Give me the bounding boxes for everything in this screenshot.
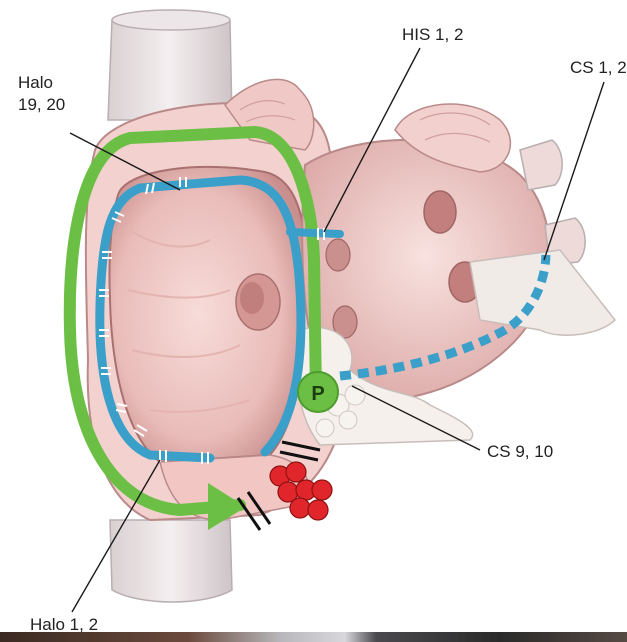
pulmonary-vein: [520, 140, 562, 190]
pulmonary-vein-opening: [424, 191, 456, 233]
pulmonary-vein-opening: [326, 239, 350, 271]
pacing-site-label: P: [311, 383, 324, 405]
his-catheter: [290, 232, 340, 234]
label-cs-9-10: CS 9, 10: [487, 441, 553, 463]
bottom-image-strip: [0, 632, 627, 642]
inferior-vena-cava: [110, 520, 232, 602]
label-his-1-2: HIS 1, 2: [402, 24, 463, 46]
ablation-lesion-cluster: [270, 462, 332, 520]
label-cs-1-2: CS 1, 2: [570, 57, 627, 79]
label-halo-19-20: Halo 19, 20: [18, 72, 65, 116]
